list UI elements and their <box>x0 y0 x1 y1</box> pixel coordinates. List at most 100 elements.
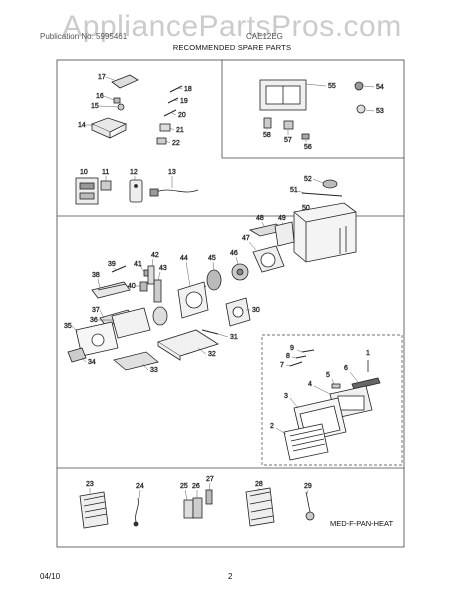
callout-23: 23 <box>86 481 94 488</box>
callout-48: 48 <box>256 215 264 222</box>
part-44 <box>177 281 209 319</box>
part-43 <box>153 279 162 303</box>
part-34 <box>67 347 87 363</box>
callout-14: 14 <box>78 122 86 129</box>
callout-21: 21 <box>176 127 184 134</box>
callout-41: 41 <box>134 261 142 268</box>
callout-6: 6 <box>344 365 348 372</box>
callout-8: 8 <box>286 353 290 360</box>
callout-3: 3 <box>284 393 288 400</box>
part-54 <box>354 81 364 91</box>
part-50 <box>293 202 357 263</box>
part-52 <box>322 179 338 189</box>
diagram-frame <box>56 59 405 548</box>
part-17 <box>111 74 139 89</box>
part-15 <box>117 103 125 111</box>
part-58 <box>263 117 272 129</box>
part-20 <box>163 109 177 117</box>
model-number: CAE12EG <box>246 32 283 41</box>
part-21 <box>159 123 171 132</box>
callout-19: 19 <box>180 98 188 105</box>
part-42 <box>147 265 155 285</box>
part-33 <box>113 351 159 371</box>
callout-40: 40 <box>128 283 136 290</box>
callout-32: 32 <box>208 351 216 358</box>
filter-subbox <box>261 334 403 466</box>
part-28 <box>245 487 275 527</box>
callout-57: 57 <box>284 137 292 144</box>
callout-44: 44 <box>180 255 188 262</box>
callout-15: 15 <box>91 103 99 110</box>
part-5 <box>331 383 341 389</box>
callout-56: 56 <box>304 144 312 151</box>
callout-7: 7 <box>280 362 284 369</box>
callout-35: 35 <box>64 323 72 330</box>
callout-10: 10 <box>80 169 88 176</box>
callout-43: 43 <box>159 265 167 272</box>
part-53 <box>356 104 366 114</box>
part-46 <box>231 263 249 281</box>
callout-36: 36 <box>90 317 98 324</box>
part-11 <box>100 180 112 191</box>
callout-labels: 17 16 15 14 18 19 20 21 22 10 11 12 13 5… <box>64 74 384 501</box>
callout-5: 5 <box>326 372 330 379</box>
footer-date: 04/10 <box>40 572 61 581</box>
part-57 <box>283 120 294 130</box>
part-2 <box>283 423 329 461</box>
page-subtitle: RECOMMENDED SPARE PARTS <box>172 43 292 52</box>
callout-16: 16 <box>96 93 104 100</box>
part-19 <box>167 97 179 104</box>
callout-30: 30 <box>252 307 260 314</box>
callout-47: 47 <box>242 235 250 242</box>
callout-18: 18 <box>184 86 192 93</box>
callout-2: 2 <box>270 423 274 430</box>
part-47 <box>252 245 285 273</box>
callout-20: 20 <box>178 112 186 119</box>
watermark: AppliancePartsPros.com <box>62 10 402 43</box>
callout-45: 45 <box>208 255 216 262</box>
part-29 <box>305 491 315 521</box>
callout-34: 34 <box>88 359 96 366</box>
callout-53: 53 <box>376 108 384 115</box>
part-25 <box>183 499 194 519</box>
part-16 <box>113 97 121 104</box>
part-6 <box>351 377 381 390</box>
part-40 <box>139 281 148 292</box>
part-32 <box>157 329 219 361</box>
page-number: 2 <box>228 572 233 581</box>
part-14 <box>90 117 128 139</box>
part-56 <box>301 133 310 140</box>
part-10 <box>75 177 99 205</box>
part-26 <box>192 497 203 519</box>
callout-9: 9 <box>290 345 294 352</box>
callout-29: 29 <box>304 483 312 490</box>
callout-42: 42 <box>151 252 159 259</box>
callout-11: 11 <box>102 169 109 176</box>
part-30 <box>225 297 251 327</box>
callout-55: 55 <box>328 83 336 90</box>
callout-51: 51 <box>290 187 298 194</box>
part-23 <box>79 491 109 529</box>
callout-50: 50 <box>302 205 310 212</box>
fan-wheel <box>152 306 168 326</box>
publication-number: Publication No. 5995461 <box>40 32 128 41</box>
callout-49: 49 <box>278 215 286 222</box>
part-9 <box>301 349 315 353</box>
callout-25: 25 <box>180 483 188 490</box>
part-12 <box>129 179 143 203</box>
callout-27: 27 <box>206 476 214 483</box>
callout-37: 37 <box>92 307 100 314</box>
part-27 <box>205 489 213 505</box>
callout-28: 28 <box>255 481 263 488</box>
callout-54: 54 <box>376 84 384 91</box>
part-24 <box>133 497 139 527</box>
callout-13: 13 <box>168 169 176 176</box>
callout-31: 31 <box>230 334 238 341</box>
callout-33: 33 <box>150 367 158 374</box>
callout-24: 24 <box>136 483 144 490</box>
callout-38: 38 <box>92 272 100 279</box>
diagram-tag: MED-F-PAN-HEAT <box>330 519 394 528</box>
part-35 <box>75 321 119 357</box>
part-13 <box>149 188 199 197</box>
